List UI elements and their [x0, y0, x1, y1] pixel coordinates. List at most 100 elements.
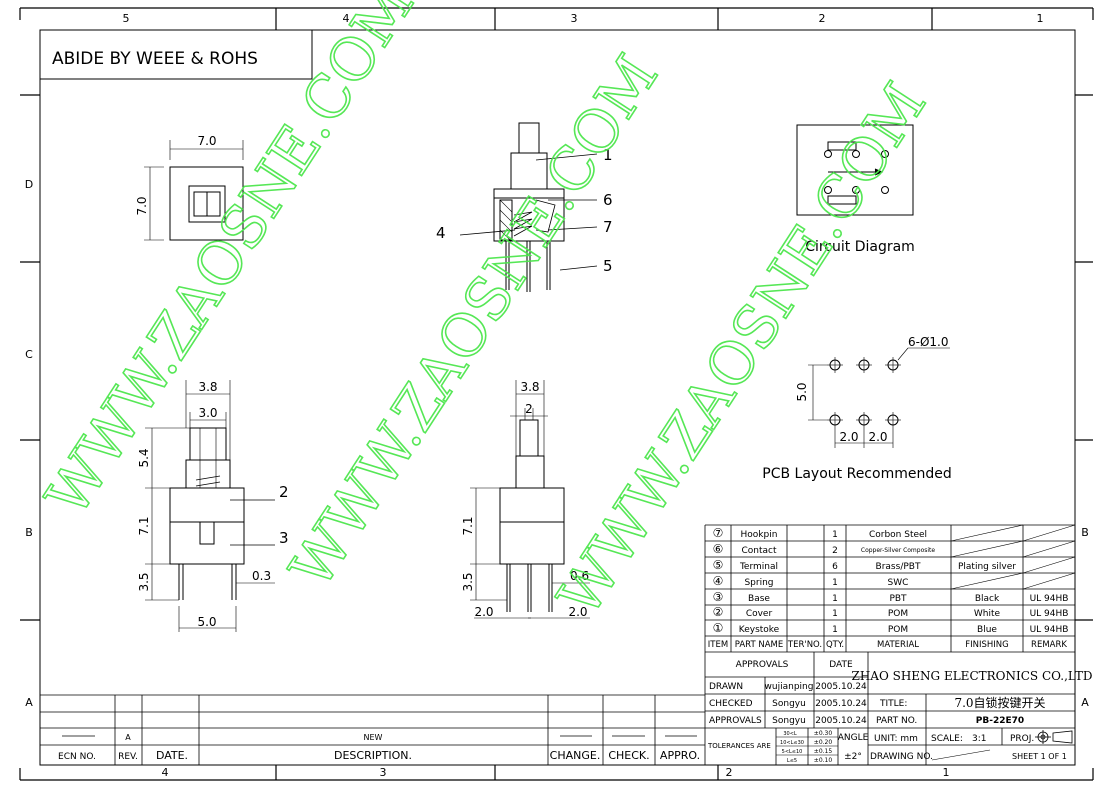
bom-header-item: ITEM: [708, 640, 728, 650]
row-label-b: B: [25, 526, 33, 539]
side-view-dims: 3.8 2 7.1 3.5 0.6 2.0 2.0: [461, 380, 589, 619]
header-ecn: ECN NO.: [58, 752, 96, 762]
header-check: CHECK.: [608, 749, 649, 762]
bom-row-1: ① Keystoke 1 POM Blue UL 94HB: [713, 621, 1069, 635]
tol-range-4: L≤5: [787, 758, 797, 764]
header-change: CHANGE.: [550, 749, 601, 762]
front-callouts: 2 3: [279, 483, 289, 547]
bom-part: Base: [748, 594, 770, 604]
header-description: DESCRIPTION.: [334, 749, 412, 762]
drawn-date: 2005.10.24: [815, 682, 867, 692]
row-label-b-right: B: [1081, 526, 1089, 539]
front-pin-height: 3.5: [137, 572, 151, 591]
tolerances-label: TOLERANCES ARE: [707, 742, 771, 750]
bom-part: Contact: [741, 546, 776, 556]
bom-remark: UL 94HB: [1030, 609, 1069, 619]
projection-symbol-icon: [1035, 730, 1073, 744]
bom-header-material: MATERIAL: [877, 640, 919, 650]
drawn-name: wujianping: [765, 682, 814, 692]
approved-name: Songyu: [772, 716, 806, 726]
title-block: [705, 652, 1075, 766]
revision-text: A NEW ECN NO. REV. DATE. DESCRIPTION. CH…: [58, 733, 700, 762]
bom-material: Copper-Silver Composite: [861, 547, 936, 554]
bom-finishing: White: [974, 609, 1001, 619]
callout-3: 3: [279, 529, 289, 547]
title-value: 7.0自锁按键开关: [954, 695, 1045, 710]
bom-material: POM: [888, 609, 908, 619]
bom-item: ⑤: [713, 558, 724, 572]
bom-material: SWC: [888, 578, 909, 588]
bom-remark: UL 94HB: [1030, 625, 1069, 635]
revision-description: NEW: [364, 733, 383, 742]
col-label-bottom-2: 2: [726, 766, 733, 779]
bom-header-finishing: FINISHING: [965, 640, 1009, 650]
tol-range-3: 5<L≤10: [782, 749, 803, 755]
revision-rev: A: [125, 733, 131, 742]
bom-row-5: ⑤ Terminal 6 Brass/PBT Plating silver: [713, 558, 1017, 572]
bom-part: Hookpin: [741, 530, 778, 540]
date-header: DATE: [829, 660, 853, 670]
bom-remark: UL 94HB: [1030, 594, 1069, 604]
approved-date: 2005.10.24: [815, 716, 867, 726]
bom-header-ter: TER'NO.: [787, 640, 822, 650]
bom-qty: 2: [832, 546, 838, 556]
bom-material: POM: [888, 625, 908, 635]
border-row-labels: D C B A B A: [25, 178, 1089, 709]
bom-rows: ⑦ Hookpin 1 Corbon Steel ⑥ Contact 2 Cop…: [708, 526, 1069, 650]
checked-date: 2005.10.24: [815, 699, 867, 709]
front-inner-width: 3.0: [198, 406, 217, 420]
col-label-bottom-1: 1: [943, 766, 950, 779]
title-label: TITLE:: [879, 699, 907, 709]
approved-label: APPROVALS: [709, 716, 762, 726]
bom-header-remark: REMARK: [1031, 640, 1067, 650]
bom-header-part: PART NAME: [735, 640, 783, 650]
callout-2: 2: [279, 483, 289, 501]
tol-value-2: ±0.20: [814, 739, 833, 746]
bom-item: ④: [713, 574, 724, 588]
bom-qty: 1: [832, 578, 838, 588]
tol-range-1: 30<L: [783, 731, 797, 737]
col-label-bottom-4: 4: [162, 766, 169, 779]
bom-item: ⑥: [713, 542, 724, 556]
sheet-label: SHEET 1 OF 1: [1012, 752, 1067, 761]
bom-finishing: Black: [975, 594, 1000, 604]
approvals-header: APPROVALS: [736, 660, 789, 670]
bom-row-7: ⑦ Hookpin 1 Corbon Steel: [713, 526, 927, 540]
front-base-width: 5.0: [197, 615, 216, 629]
angle-label: ANGLE: [838, 733, 869, 743]
front-top-width: 3.8: [198, 380, 217, 394]
watermarks: WWW.ZAOSNE.COM WWW.ZAOSNE.COM WWW.ZAOSNE…: [32, 0, 940, 628]
bom-row-6: ⑥ Contact 2 Copper-Silver Composite: [713, 542, 936, 556]
tol-range-2: 10<L≤30: [780, 740, 804, 746]
header-appro: APPRO.: [660, 749, 700, 762]
pcb-pitch-2: 2.0: [868, 430, 887, 444]
bom-part: Keystoke: [739, 625, 780, 635]
pcb-pitch-1: 2.0: [839, 430, 858, 444]
bom-item: ⑦: [713, 526, 724, 540]
top-view-height-dim: 7.0: [135, 196, 149, 215]
side-pin-height: 3.5: [461, 572, 475, 591]
bom-part: Cover: [746, 609, 773, 619]
col-label-5: 5: [123, 12, 130, 25]
bom-part: Spring: [744, 578, 773, 588]
row-label-a-right: A: [1081, 696, 1089, 709]
pcb-labels: 6-Ø1.0 5.0 2.0 2.0: [795, 335, 949, 444]
drawn-label: DRAWN: [709, 682, 743, 692]
callout-4: 4: [436, 224, 446, 242]
bom-qty: 1: [832, 609, 838, 619]
part-no-label: PART NO.: [876, 716, 917, 726]
row-label-a: A: [25, 696, 33, 709]
scale-label: SCALE:: [931, 734, 963, 744]
compliance-note: ABIDE BY WEEE & ROHS: [39, 29, 313, 80]
projection-label: PROJ.: [1010, 734, 1034, 744]
bom-qty: 6: [832, 562, 838, 572]
col-label-1: 1: [1037, 12, 1044, 25]
sheet-border: [19, 7, 1094, 781]
pcb-hole-label: 6-Ø1.0: [908, 335, 949, 349]
border-column-labels: 5 4 3 2 1 4 3 2 1: [123, 12, 1044, 779]
pcb-caption: PCB Layout Recommended: [762, 466, 951, 482]
section-callout-labels: 1 6 7 4 5: [436, 146, 613, 275]
side-top-width: 3.8: [520, 380, 539, 394]
tol-value-1: ±0.30: [814, 730, 833, 737]
top-view: [144, 140, 244, 241]
